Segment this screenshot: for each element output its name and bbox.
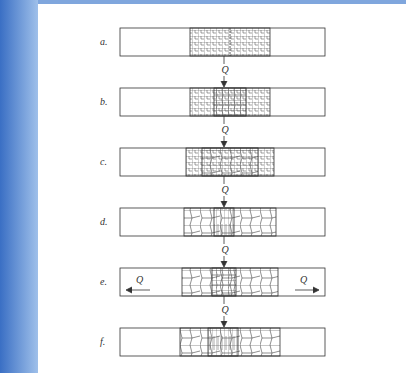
panel-letter: d. [100, 216, 108, 228]
panel-letter: f. [100, 336, 105, 348]
panel-letter: e. [100, 276, 107, 288]
heat-label: Q [300, 274, 307, 286]
heat-label: Q [136, 274, 143, 286]
heat-label: Q [220, 244, 229, 256]
heat-label: Q [220, 124, 229, 136]
heat-label: Q [220, 184, 229, 196]
panel-letter: a. [100, 36, 108, 48]
panel-letter: c. [100, 156, 107, 168]
heat-label: Q [220, 64, 229, 76]
panel-letter: b. [100, 96, 108, 108]
heat-label: Q [220, 304, 229, 316]
